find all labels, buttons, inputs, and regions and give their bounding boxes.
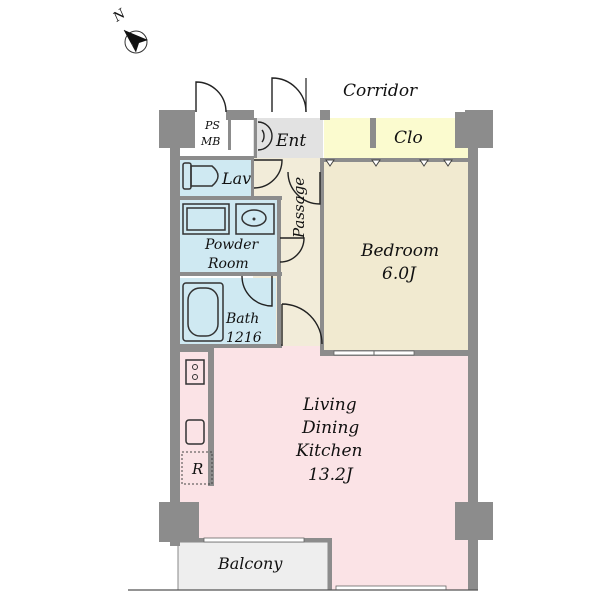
ps-door	[195, 81, 227, 113]
north-arrow-icon: N	[110, 6, 148, 54]
bedroom-floor	[324, 160, 468, 350]
ldk-label-2: Dining	[301, 418, 359, 438]
bathtub-icon	[182, 282, 224, 342]
shoe-cabinet	[257, 121, 273, 151]
ldk-label-3: Kitchen	[295, 441, 362, 461]
fridge-label: R	[191, 460, 203, 478]
bath-label-1: Bath	[225, 311, 259, 327]
refrigerator-icon	[181, 451, 213, 485]
bedroom-label-1: Bedroom	[360, 241, 439, 261]
bedroom-door	[287, 171, 321, 205]
powder-room-label-1: Powder	[204, 237, 260, 253]
lav-door	[253, 159, 283, 189]
closet-markers	[325, 159, 453, 167]
powder-room-label-2: Room	[207, 256, 249, 272]
bedroom-sliding-door	[333, 350, 415, 356]
entrance-door	[271, 77, 307, 113]
washbasin-icon	[235, 203, 275, 235]
lav-floor	[180, 158, 253, 196]
closet-label: Clo	[394, 128, 423, 148]
ps-mb-floor	[196, 118, 230, 150]
toilet-icon	[182, 162, 219, 190]
ldk-label-1: Living	[302, 395, 357, 415]
powder-door	[279, 237, 305, 263]
balcony-label: Balcony	[217, 554, 283, 573]
lav-label: Lav	[221, 169, 251, 188]
compass-label: N	[110, 6, 129, 26]
closet-floor	[324, 118, 468, 158]
stove-icon	[185, 359, 205, 385]
bath-label-2: 1216	[226, 330, 262, 346]
walls	[159, 110, 493, 590]
ldk-label-4: 13.2J	[308, 465, 354, 485]
powder-room-floor	[180, 198, 280, 274]
sink-icon	[185, 419, 205, 445]
ps-label: PS	[204, 119, 220, 132]
mb-label: MB	[200, 135, 220, 148]
ldk-door	[281, 303, 323, 346]
bath-door	[241, 275, 273, 307]
ldk-floor	[180, 346, 468, 590]
entrance-label: Ent	[275, 131, 306, 151]
bedroom-label-2: 6.0J	[382, 264, 417, 284]
washer-icon	[182, 203, 230, 235]
corridor-label: Corridor	[343, 81, 418, 101]
entrance-floor	[253, 118, 323, 158]
passage-label: Passage	[290, 177, 308, 239]
